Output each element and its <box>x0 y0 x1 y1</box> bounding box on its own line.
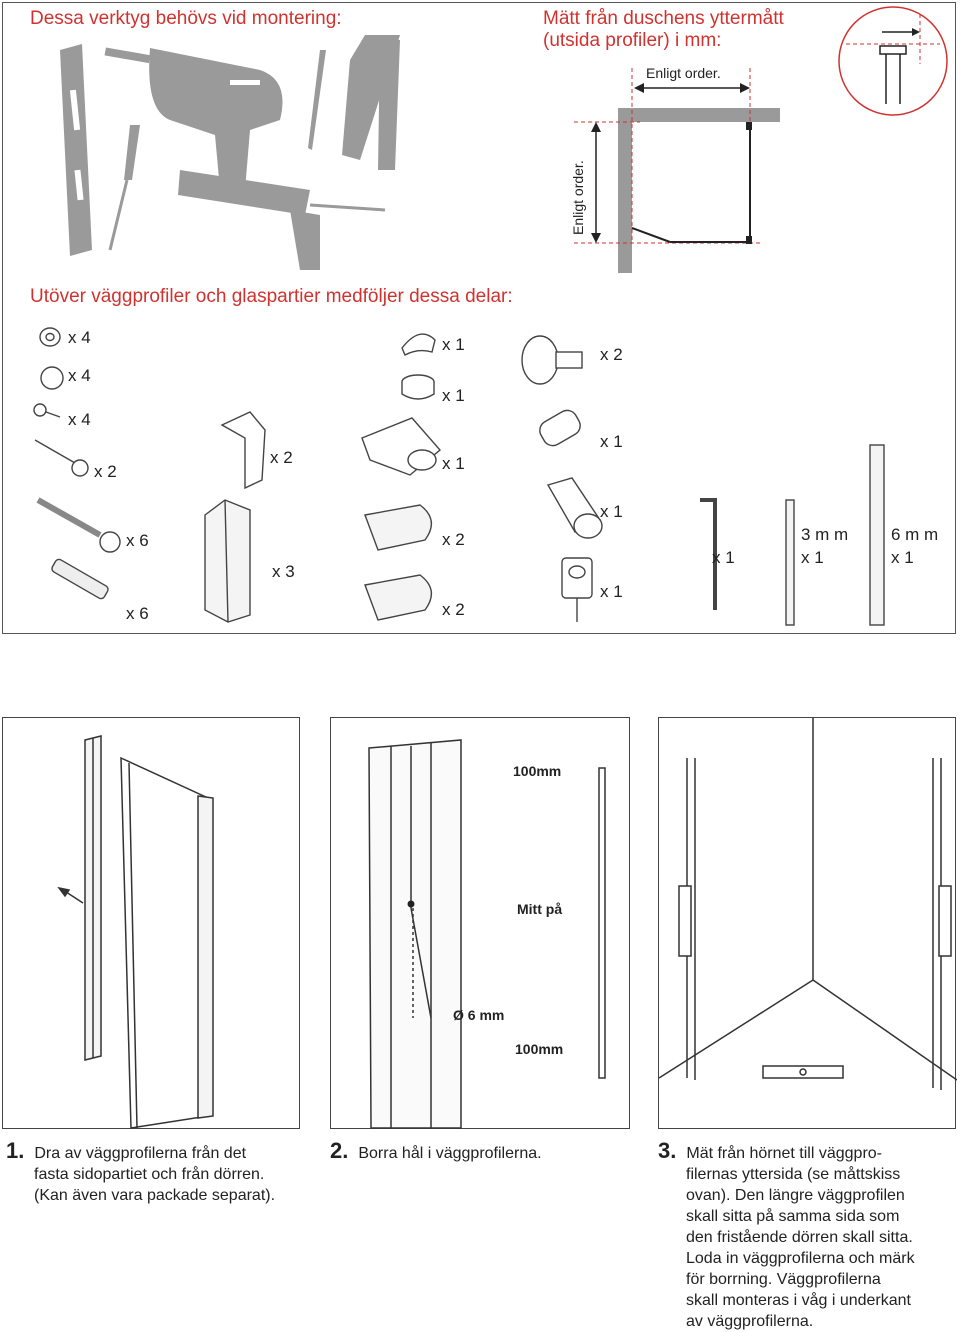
bracket-icon <box>361 417 441 476</box>
qty-tube-end: x 1 <box>600 502 623 521</box>
qty-knob: x 2 <box>600 345 623 364</box>
step2-number: 2. <box>330 1138 349 1163</box>
clip-icon <box>401 333 436 356</box>
step1-line3: (Kan även vara packade separat). <box>34 1187 276 1204</box>
qty-clip: x 1 <box>442 335 465 354</box>
step1-number: 1. <box>6 1138 25 1163</box>
seal-strip-icon <box>204 499 251 623</box>
qty-hex-key: x 1 <box>712 548 735 567</box>
step3-line8: skall monteras i våg i underkant <box>686 1292 911 1309</box>
side-wall <box>618 108 632 273</box>
step3-line6: Loda in väggprofilerna och märk <box>686 1250 915 1267</box>
step1-drawing <box>57 735 214 1129</box>
step1-illustration <box>2 717 300 1129</box>
qty-connector: x 1 <box>600 432 623 451</box>
step1-line2: fasta sidopartiet och från dörren. <box>34 1166 265 1183</box>
pencil-icon <box>308 50 326 150</box>
screwdriver-icon <box>108 125 140 251</box>
small-screw-icon <box>33 403 61 418</box>
qty-plug: x 6 <box>126 604 149 623</box>
measure-vertical-label: Enligt order. <box>570 160 586 235</box>
qty-ring: x 1 <box>442 386 465 405</box>
parts-illustration <box>33 327 885 626</box>
qty-cap: x 4 <box>68 366 91 385</box>
tools-and-parts-panel <box>2 2 956 634</box>
step3-line7: för borrning. Väggprofilerna <box>686 1271 881 1288</box>
cover-cap-icon <box>40 366 64 390</box>
drill-mark <box>407 900 415 908</box>
qty-clamp: x 1 <box>600 582 623 601</box>
back-wall <box>618 108 780 122</box>
qty-plate-b: x 2 <box>442 600 465 619</box>
step1-caption: 1. Dra av väggprofilerna från det fasta s… <box>6 1140 316 1206</box>
tools-illustration <box>60 35 400 270</box>
qty-profile-piece: x 2 <box>270 448 293 467</box>
power-drill-icon <box>104 47 283 190</box>
step1-line1: Dra av väggprofilerna från det <box>34 1145 247 1162</box>
measure-heading-line2: (utsida profiler) i mm: <box>543 30 722 51</box>
step3-line1: Mät från hörnet till väggpro- <box>686 1145 883 1162</box>
step2-label-diameter: Ø 6 mm <box>453 1007 504 1023</box>
mounting-plate-a-icon <box>364 504 433 551</box>
step3-line5: den fristående dörren skall sitta. <box>686 1229 913 1246</box>
qty-seal-strip: x 3 <box>272 562 295 581</box>
step2-illustration: 100mm Mitt på Ø 6 mm 100mm <box>330 717 630 1129</box>
qty-medium-screw: x 2 <box>94 462 117 481</box>
door-knob-icon <box>521 335 583 385</box>
washer-icon <box>39 327 61 347</box>
profile-detail-circle <box>838 6 948 116</box>
qty-washer: x 4 <box>68 328 91 347</box>
clamp-icon <box>561 557 593 622</box>
tools-heading: Dessa verktyg behövs vid montering: <box>30 8 342 29</box>
drill-3mm-size: 3 m m <box>801 525 849 544</box>
mounting-plate-b-icon <box>364 574 433 621</box>
qty-drill-3mm: x 1 <box>801 548 824 567</box>
measure-heading: Mätt från duschens yttermått (utsida pro… <box>543 8 784 52</box>
qty-long-screw: x 6 <box>126 531 149 550</box>
qty-plate-a: x 2 <box>442 530 465 549</box>
ring-icon <box>401 374 435 400</box>
long-screw-icon <box>36 497 121 553</box>
step2-label-top: 100mm <box>513 763 561 779</box>
medium-screw-icon <box>34 439 89 477</box>
step2-label-bottom: 100mm <box>515 1041 563 1057</box>
measure-heading-line1: Mätt från duschens yttermått <box>543 8 784 29</box>
step3-line2: filernas yttersida (se måttskiss <box>686 1166 901 1183</box>
qty-drill-6mm: x 1 <box>891 548 914 567</box>
step3-illustration <box>658 717 958 1129</box>
hex-key-icon <box>700 498 717 610</box>
folding-rule-icon <box>342 35 400 170</box>
step3-caption: 3. Mät från hörnet till väggpro- filernas… <box>658 1140 958 1332</box>
measure-horizontal-label: Enligt order. <box>646 65 721 81</box>
measurement-diagram <box>574 68 780 273</box>
step3-line4: skall sitta på samma sida som <box>686 1208 900 1225</box>
drill-bit-3mm-icon <box>785 499 795 626</box>
drill-6mm-size: 6 m m <box>891 525 939 544</box>
step3-line3: ovan). Den längre väggprofilen <box>686 1187 905 1204</box>
step3-drawing <box>658 718 958 1090</box>
qty-small-screw: x 4 <box>68 410 91 429</box>
step3-line9: av väggprofilerna. <box>686 1313 814 1330</box>
step2-caption: 2. Borra hål i väggprofilerna. <box>330 1140 630 1164</box>
caulking-gun-icon <box>178 170 386 270</box>
parts-heading: Utöver väggprofiler och glaspartier medf… <box>30 286 513 307</box>
connector-icon <box>539 409 581 447</box>
wall-plug-icon <box>51 558 109 600</box>
spirit-level-icon <box>60 44 92 256</box>
step2-line1: Borra hål i väggprofilerna. <box>358 1145 542 1162</box>
qty-bracket: x 1 <box>442 454 465 473</box>
step2-label-middle: Mitt på <box>517 901 562 917</box>
tube-end-icon <box>546 477 603 539</box>
step3-number: 3. <box>658 1138 677 1163</box>
profile-piece-icon <box>220 411 266 490</box>
step2-drawing: 100mm Mitt på Ø 6 mm 100mm <box>368 739 606 1129</box>
drill-bit-6mm-icon <box>869 444 885 626</box>
